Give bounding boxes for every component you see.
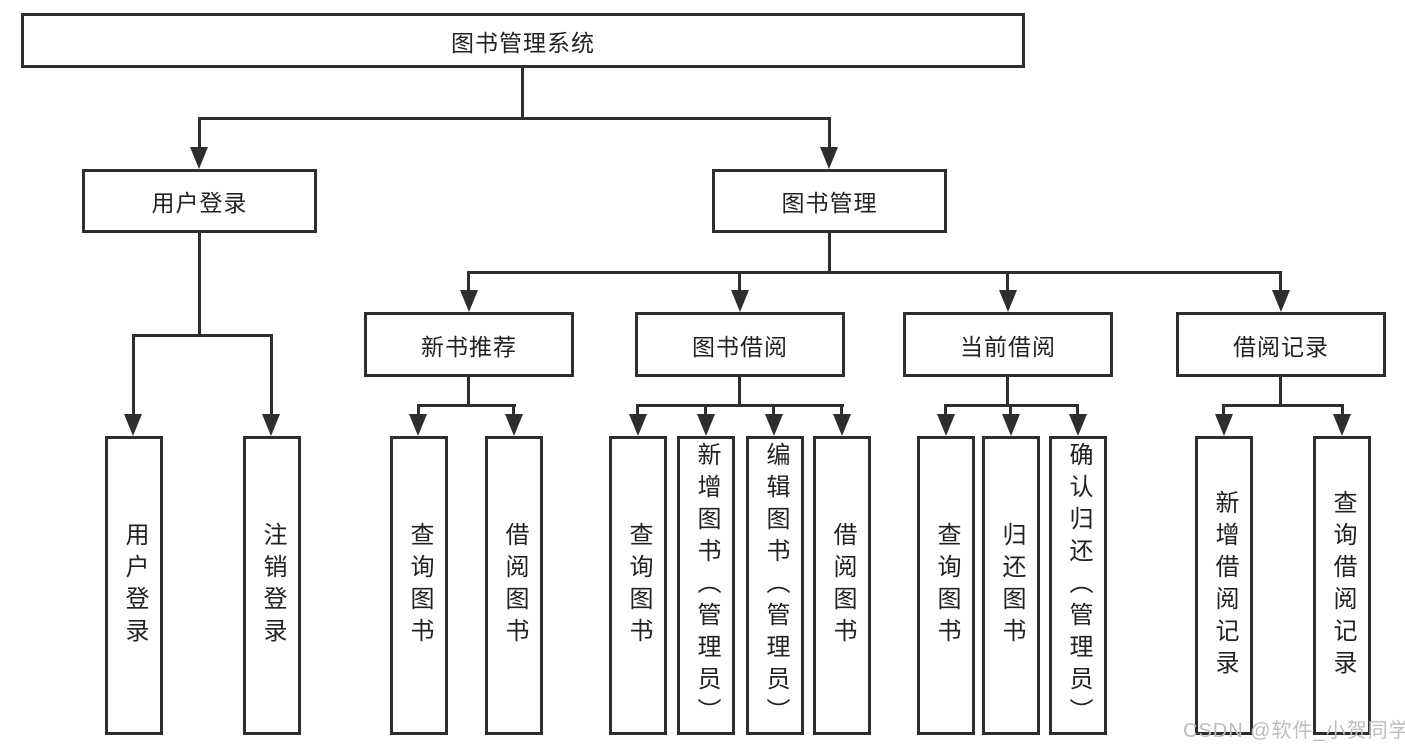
leaf-logout: 注销登录 [243, 436, 301, 735]
connector-line [636, 404, 639, 416]
node-label: 确认归还（管理员） [1065, 441, 1092, 730]
leaf-query-books-2: 查询图书 [609, 436, 667, 735]
node-label: 图书管理 [781, 190, 878, 216]
connector-line [467, 271, 1282, 274]
node-label: 新书推荐 [421, 333, 517, 360]
connector-line [1341, 404, 1344, 416]
connector-line [738, 377, 741, 405]
arrowhead-down [1069, 414, 1087, 436]
connector-line [198, 233, 201, 336]
connector-line [1222, 404, 1344, 407]
connector-line [1076, 404, 1079, 416]
connector-line [1006, 271, 1009, 292]
node-label: 当前借阅 [960, 333, 1056, 360]
node-library-system: 图书管理系统 [21, 13, 1025, 68]
arrowhead-down [1272, 290, 1290, 312]
arrowhead-down [124, 414, 142, 436]
node-new-book-recommendation: 新书推荐 [364, 312, 574, 377]
connector-line [944, 404, 947, 416]
connector-line [270, 334, 273, 416]
node-label: 借阅记录 [1233, 333, 1329, 360]
connector-line [828, 117, 831, 149]
node-label: 用户登录 [151, 190, 248, 216]
connector-line [1009, 404, 1012, 416]
leaf-borrow-books: 借阅图书 [485, 436, 543, 735]
node-borrowing-records: 借阅记录 [1176, 312, 1386, 377]
arrowhead-down [765, 414, 783, 436]
connector-line [417, 404, 420, 416]
connector-line [1279, 377, 1282, 405]
connector-line [828, 233, 831, 274]
connector-line [132, 334, 135, 416]
leaf-add-book-admin: 新增图书（管理员） [677, 436, 735, 735]
arrowhead-down [731, 290, 749, 312]
arrowhead-down [190, 147, 208, 169]
leaf-query-books: 查询图书 [390, 436, 448, 735]
node-label: 图书管理系统 [451, 29, 595, 56]
connector-line [198, 117, 831, 120]
leaf-query-books-3: 查询图书 [917, 436, 975, 735]
connector-line [738, 271, 741, 292]
connector-line [772, 404, 775, 416]
connector-line [704, 404, 707, 416]
arrowhead-down [460, 290, 478, 312]
leaf-user-login: 用户登录 [105, 436, 163, 735]
arrowhead-down [833, 414, 851, 436]
leaf-confirm-return-admin: 确认归还（管理员） [1049, 436, 1107, 735]
leaf-query-borrow-record: 查询借阅记录 [1313, 436, 1371, 735]
connector-line [521, 68, 524, 119]
node-user-login: 用户登录 [82, 169, 317, 233]
node-label: 查询图书 [406, 521, 433, 650]
node-label: 注销登录 [259, 521, 286, 650]
node-label: 查询图书 [933, 521, 960, 650]
leaf-borrow-books-2: 借阅图书 [813, 436, 871, 735]
connector-line [1279, 271, 1282, 292]
node-label: 查询图书 [625, 521, 652, 650]
arrowhead-down [1333, 414, 1351, 436]
node-book-management: 图书管理 [712, 169, 947, 233]
leaf-edit-book-admin: 编辑图书（管理员） [746, 436, 804, 735]
arrowhead-down [1215, 414, 1233, 436]
arrowhead-down [629, 414, 647, 436]
connector-line [1006, 377, 1009, 405]
node-label: 编辑图书（管理员） [762, 441, 789, 730]
connector-line [636, 404, 844, 407]
connector-line [467, 377, 470, 405]
leaf-add-borrow-record: 新增借阅记录 [1195, 436, 1253, 735]
connector-line [1222, 404, 1225, 416]
node-label: 借阅图书 [829, 521, 856, 650]
connector-line [417, 404, 516, 407]
node-label: 归还图书 [998, 521, 1025, 650]
node-label: 用户登录 [121, 521, 148, 650]
connector-line [132, 334, 273, 337]
node-label: 新增借阅记录 [1211, 489, 1238, 682]
node-current-borrowing: 当前借阅 [903, 312, 1113, 377]
leaf-return-books: 归还图书 [982, 436, 1040, 735]
connector-line [198, 117, 201, 149]
arrowhead-down [820, 147, 838, 169]
arrowhead-down [1002, 414, 1020, 436]
connector-line [512, 404, 515, 416]
arrowhead-down [999, 290, 1017, 312]
node-label: 借阅图书 [501, 521, 528, 650]
node-label: 查询借阅记录 [1329, 489, 1356, 682]
arrowhead-down [697, 414, 715, 436]
connector-line [467, 271, 470, 292]
arrowhead-down [505, 414, 523, 436]
node-label: 新增图书（管理员） [693, 441, 720, 730]
node-label: 图书借阅 [692, 333, 788, 360]
arrowhead-down [937, 414, 955, 436]
arrowhead-down [409, 414, 427, 436]
connector-line [840, 404, 843, 416]
node-book-borrowing: 图书借阅 [635, 312, 845, 377]
arrowhead-down [262, 414, 280, 436]
csdn-watermark: CSDN @软件_小贺同学 [1183, 720, 1405, 742]
